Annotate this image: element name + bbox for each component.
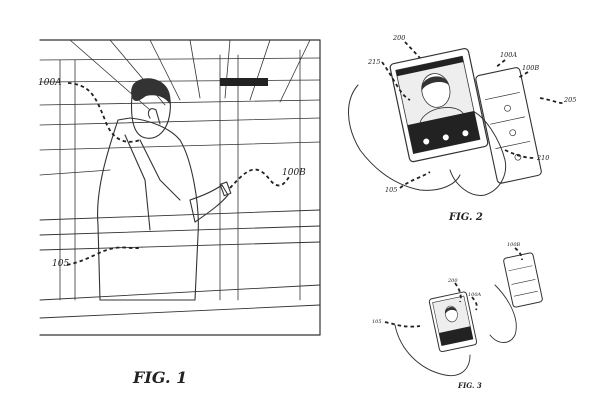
fig2-phone-200 [389, 48, 489, 163]
fig2-label-210: 210 [536, 154, 549, 162]
fig1-columns [59, 49, 301, 301]
fig3-label-100B: 100B [507, 242, 521, 248]
fig3-left-hand [394, 324, 471, 377]
fig1-illustration: 100A 100B 105 FIG. 1 [38, 39, 321, 387]
fig1-platform [39, 209, 321, 319]
fig2-illustration: 200 100A 100B 215 205 210 105 FIG. 2 [348, 34, 576, 223]
fig3-illustration: 100B 200 100A 105 FIG. 3 [372, 242, 543, 390]
fig1-person [97, 78, 232, 301]
fig3-label-200: 200 [447, 278, 458, 284]
fig1-leader-100B [229, 168, 291, 189]
fig1-caption: FIG. 1 [132, 368, 187, 387]
fig2-caption: FIG. 2 [448, 212, 483, 223]
fig3-phone-200 [428, 291, 478, 353]
fig1-label-100A: 100A [38, 78, 62, 88]
fig2-label-100B: 100B [522, 64, 539, 72]
fig2-device-100B [475, 67, 542, 184]
fig1-leader-100A [67, 82, 141, 143]
fig3-device-100B [503, 252, 543, 308]
fig2-left-hand [348, 84, 461, 191]
fig2-label-105: 105 [385, 186, 397, 194]
fig1-label-100B: 100B [282, 168, 306, 178]
fig3-label-100A: 100A [468, 292, 482, 298]
fig3-right-hand [489, 284, 517, 343]
fig3-caption: FIG. 3 [457, 381, 482, 390]
fig1-ceiling-lines [39, 39, 321, 176]
fig2-label-200: 200 [392, 34, 405, 42]
fig2-label-215: 215 [367, 58, 380, 66]
fig3-label-105: 105 [372, 319, 382, 325]
fig1-sign-block [220, 78, 268, 86]
fig1-handheld-device [219, 181, 232, 197]
fig1-hair [131, 78, 171, 104]
fig1-label-105: 105 [52, 259, 69, 269]
fig2-label-205: 205 [563, 96, 576, 104]
fig2-right-hand [449, 109, 507, 196]
fig2-label-100A: 100A [500, 51, 517, 59]
fig1-leader-105 [66, 246, 143, 266]
